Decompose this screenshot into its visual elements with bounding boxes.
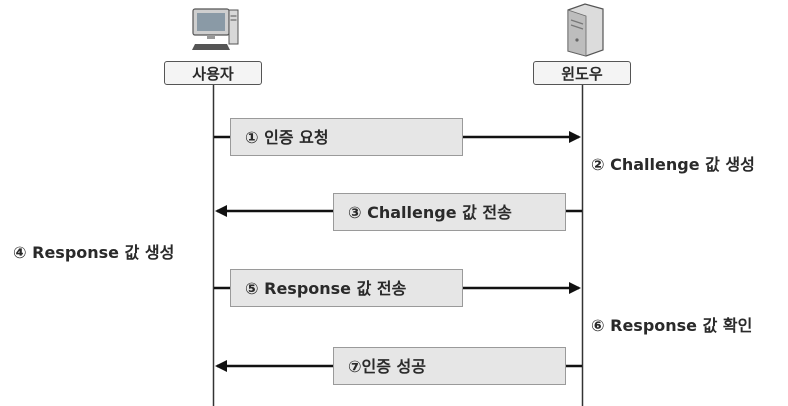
- message-box-7: ⑦인증 성공: [333, 347, 566, 385]
- server-tower-icon: [567, 3, 604, 57]
- message-box-5: ⑤ Response 값 전송: [230, 269, 463, 307]
- actor-label-windows: 윈도우: [533, 61, 631, 85]
- note-challenge-generate: ② Challenge 값 생성: [591, 155, 755, 174]
- desktop-computer-icon: [192, 8, 239, 50]
- message-box-3: ③ Challenge 값 전송: [333, 193, 566, 231]
- note-response-verify: ⑥ Response 값 확인: [591, 316, 753, 335]
- actor-label-user: 사용자: [164, 61, 262, 85]
- note-response-generate: ④ Response 값 생성: [13, 243, 175, 262]
- message-box-1: ① 인증 요청: [230, 118, 463, 156]
